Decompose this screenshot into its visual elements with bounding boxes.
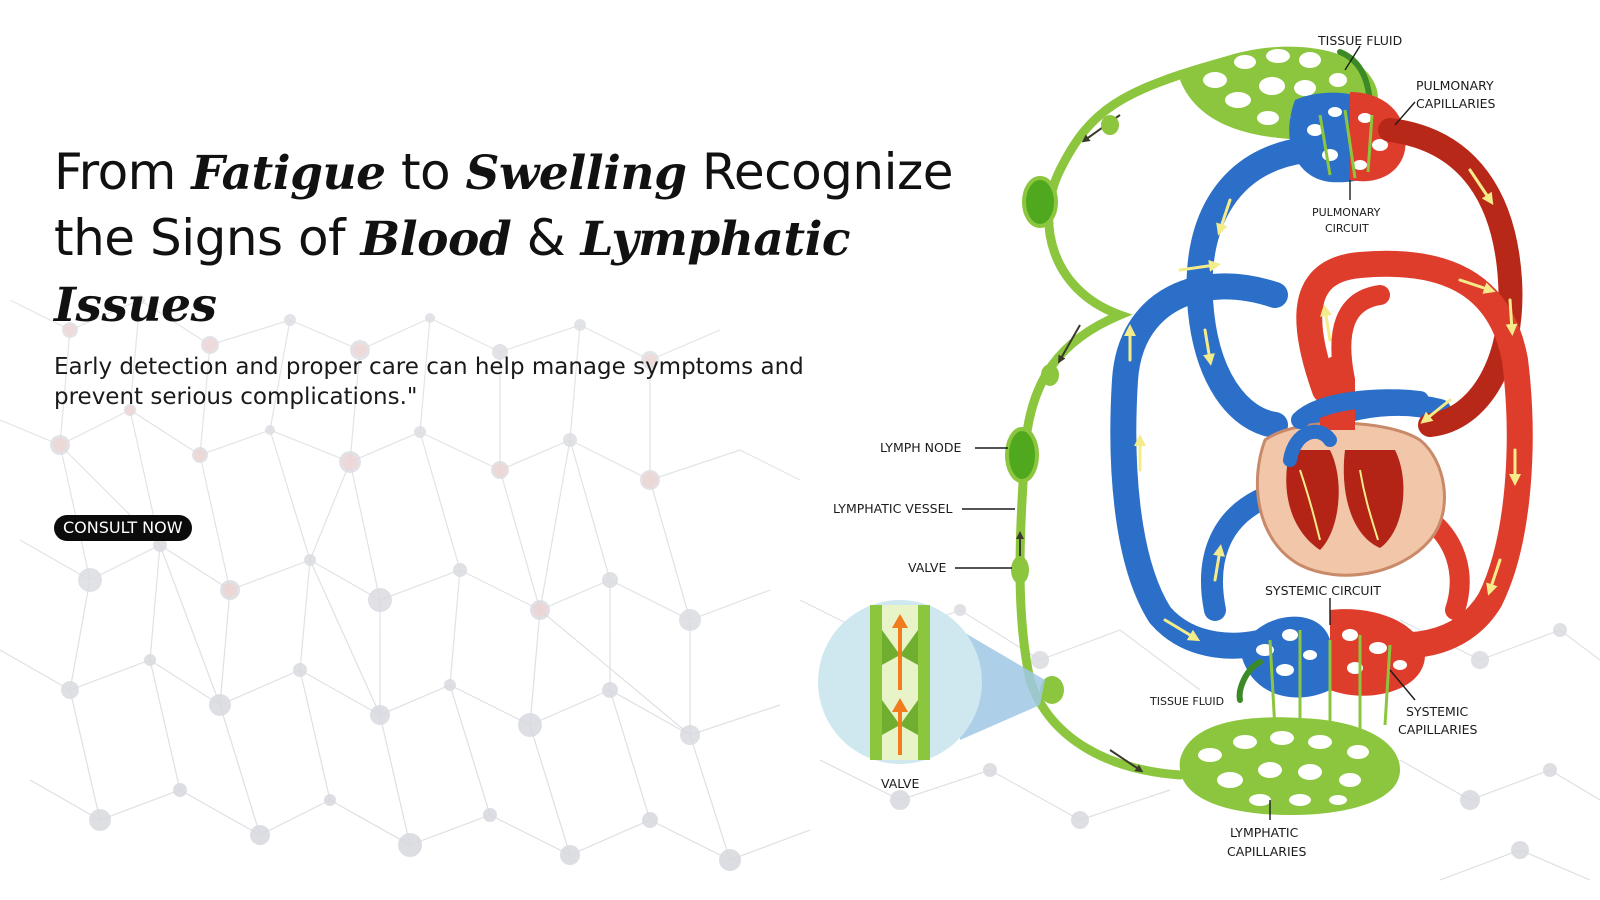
venous-vessels: [1110, 137, 1451, 659]
lymph-node-upper: [1022, 176, 1058, 228]
label-lymphatic-vessel: LYMPHATIC VESSEL: [833, 501, 952, 516]
label-systemic-circuit: SYSTEMIC CIRCUIT: [1265, 583, 1381, 598]
consult-now-button[interactable]: CONSULT NOW: [54, 515, 192, 541]
circulatory-diagram: TISSUE FLUID PULMONARY CAPILLARIES PULMO…: [818, 33, 1533, 859]
label-tissue-fluid-bottom: TISSUE FLUID: [1149, 695, 1224, 708]
label-systemic-capillaries-1: SYSTEMIC: [1406, 704, 1469, 719]
title-the-signs-of: the Signs of: [54, 209, 361, 267]
valve-bulge: [1011, 556, 1029, 584]
lymph-node: [1005, 427, 1039, 483]
title-lymphatic-issues: Lymphatic Issues: [54, 212, 851, 333]
page-subtitle: Early detection and proper care can help…: [54, 354, 804, 410]
title-blood: Blood: [360, 212, 512, 267]
title-fatigue: Fatigue: [191, 146, 386, 201]
pulmonary-capillaries: [1289, 92, 1406, 183]
title-to: to: [385, 143, 466, 201]
title-recognize: Recognize: [686, 143, 954, 201]
page-title: From Fatigue to Swelling Recognize the Si…: [54, 140, 1014, 338]
label-tissue-fluid-top: TISSUE FLUID: [1317, 33, 1402, 48]
label-pulmonary-circuit-2: CIRCUIT: [1325, 222, 1369, 235]
heart-illustration: [1255, 355, 1446, 577]
valve-zoom: [818, 600, 1045, 764]
systemic-capillaries: [1236, 609, 1425, 731]
label-pulmonary-capillaries-2: CAPILLARIES: [1416, 96, 1496, 111]
label-lymph-node: LYMPH NODE: [880, 440, 961, 455]
label-lymphatic-capillaries-2: CAPILLARIES: [1227, 844, 1307, 859]
label-valve-side: VALVE: [908, 560, 946, 575]
title-amp: &: [511, 209, 581, 267]
lymphatic-capillaries-bottom: [1179, 717, 1400, 815]
label-pulmonary-capillaries-1: PULMONARY: [1416, 78, 1494, 93]
title-swelling: Swelling: [465, 146, 687, 201]
label-lymphatic-capillaries-1: LYMPHATIC: [1230, 825, 1299, 840]
title-from: From: [54, 143, 192, 201]
label-valve-zoom: VALVE: [881, 776, 919, 791]
label-systemic-capillaries-2: CAPILLARIES: [1398, 722, 1478, 737]
label-pulmonary-circuit-1: PULMONARY: [1312, 206, 1381, 219]
